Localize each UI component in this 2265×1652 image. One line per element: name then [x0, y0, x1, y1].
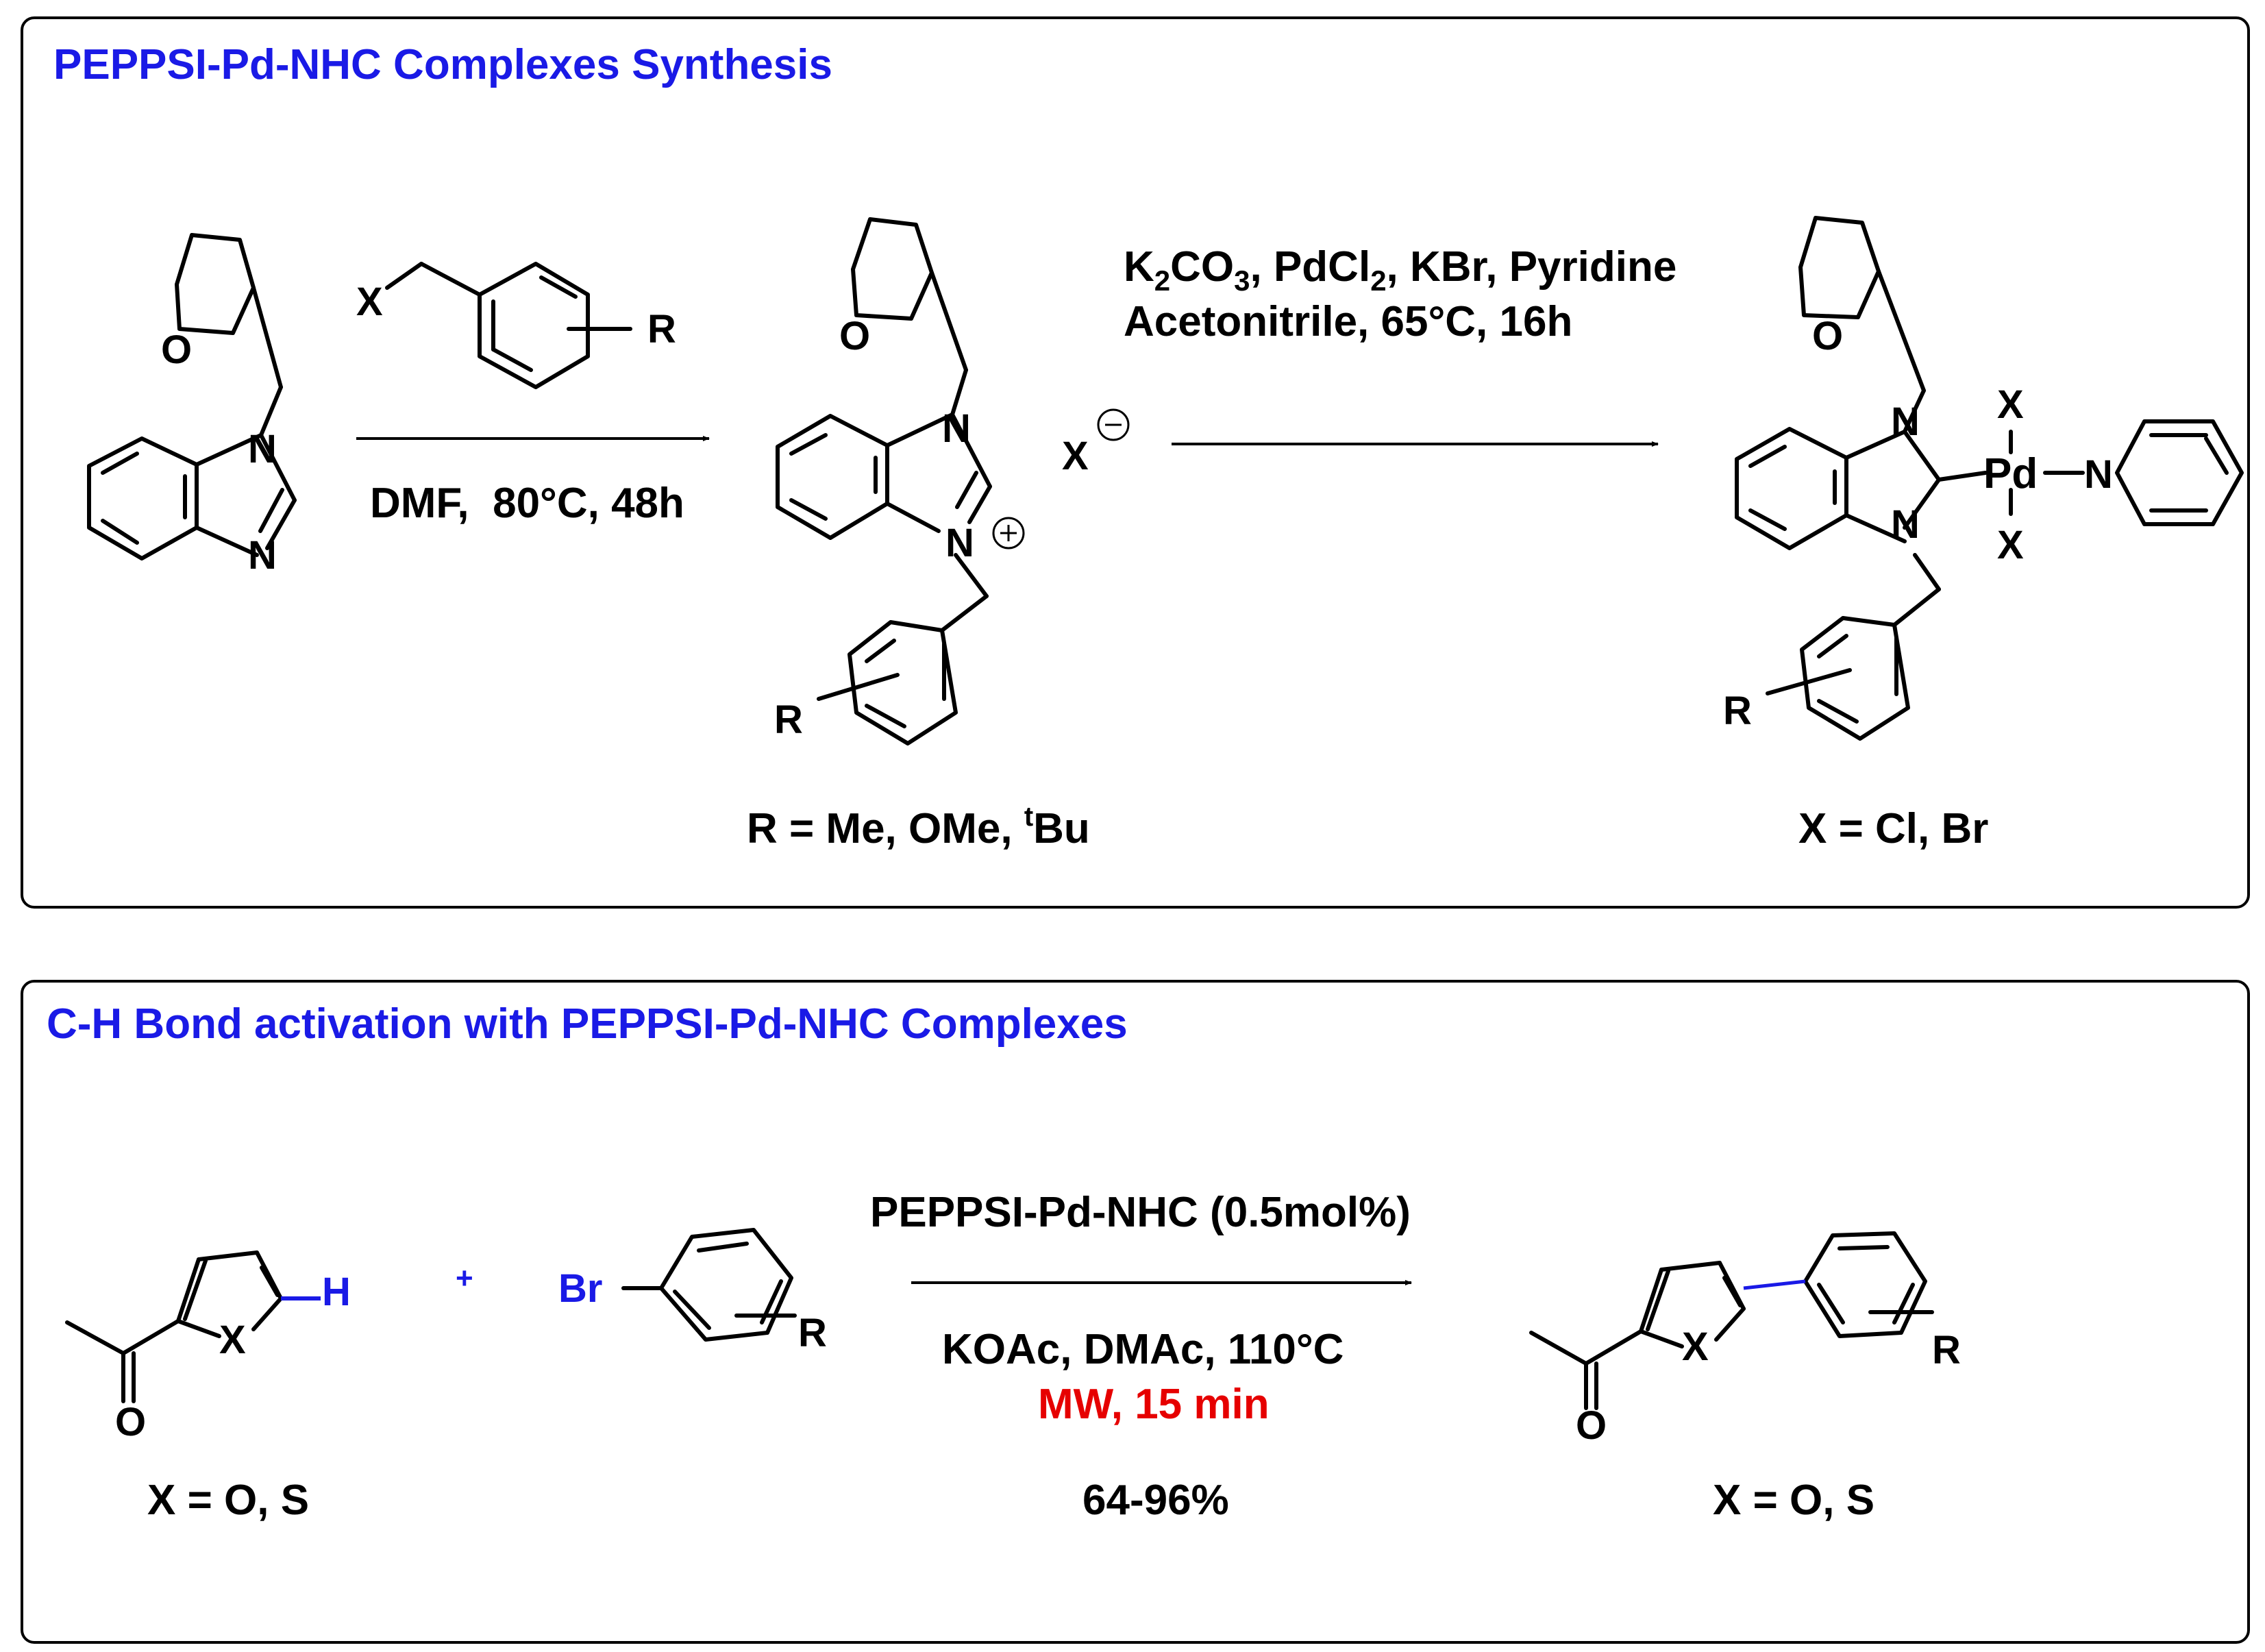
panel-ch-activation-title: C-H Bond activation with PEPPSI-Pd-NHC C…: [47, 1000, 1128, 1048]
atom-x-substrate: X: [219, 1318, 246, 1362]
catalyst-label: PEPPSI-Pd-NHC (0.5mol%): [870, 1189, 1411, 1236]
atom-n1-salt: N: [942, 406, 971, 451]
atom-n-pyridine: N: [2084, 452, 2113, 497]
atom-n1-complex: N: [1891, 399, 1920, 444]
counterion-x: X: [1062, 434, 1089, 478]
atom-r-reagent: R: [647, 307, 676, 352]
conditions-label: KOAc, DMAc, 110°C: [942, 1326, 1344, 1373]
plus-sign: +: [456, 1261, 473, 1295]
atom-br: Br: [558, 1266, 602, 1311]
atom-o-complex: O: [1812, 314, 1843, 358]
product-x-definition: X = O, S: [1713, 1477, 1874, 1524]
atom-r-arylbromide: R: [798, 1311, 827, 1355]
positive-charge-icon: [992, 517, 1025, 550]
atom-pd: Pd: [1983, 450, 2038, 497]
atom-n1-start: N: [248, 427, 277, 471]
atom-n3-complex: N: [1891, 502, 1920, 547]
arylated-product: [1529, 1231, 1934, 1410]
step2-conditions-line1: K2CO3, PdCl2, KBr, Pyridine: [1124, 243, 1676, 297]
atom-x-bottom: X: [1997, 523, 2024, 567]
atom-o-salt: O: [839, 314, 870, 358]
substrate-x-definition: X = O, S: [147, 1477, 309, 1524]
microwave-label: MW, 15 min: [1038, 1381, 1270, 1428]
atom-r-salt: R: [774, 698, 803, 742]
new-c-c-bond: [1743, 1279, 1806, 1290]
atom-o-start: O: [161, 328, 192, 372]
benzimidazolium-salt: [776, 217, 992, 745]
atom-r-product: R: [1932, 1328, 1961, 1372]
atom-n3-salt: N: [945, 521, 974, 565]
step1-conditions: DMF, 80°C, 48h: [370, 480, 684, 527]
atom-h: H: [322, 1270, 351, 1314]
peppsi-pd-nhc-complex: [1735, 216, 2244, 741]
panel-synthesis: [21, 16, 2250, 909]
atom-r-complex: R: [1723, 689, 1752, 733]
atom-n3-start: N: [248, 533, 277, 578]
panel-synthesis-title: PEPPSI-Pd-NHC Complexes Synthesis: [53, 41, 832, 88]
atom-x-product: X: [1682, 1324, 1709, 1369]
benzyl-halide-reagent: [385, 262, 632, 389]
r-definition: R = Me, OMe, tBu: [747, 802, 1090, 852]
benzimidazole-starting-material: [87, 233, 297, 560]
atom-x-reagent: X: [356, 280, 383, 324]
atom-o-substrate: O: [115, 1400, 146, 1444]
panel-ch-activation: [21, 980, 2250, 1644]
acetyl-heteroarene-substrate: [65, 1250, 283, 1403]
atom-o-product: O: [1576, 1403, 1607, 1448]
atom-x-top: X: [1997, 382, 2024, 427]
step2-conditions-line2: Acetonitrile, 65°C, 16h: [1124, 298, 1572, 345]
negative-charge-icon: [1097, 408, 1130, 441]
x-definition: X = Cl, Br: [1798, 805, 1988, 852]
aryl-bromide: [621, 1228, 797, 1342]
yield-label: 64-96%: [1082, 1477, 1229, 1524]
